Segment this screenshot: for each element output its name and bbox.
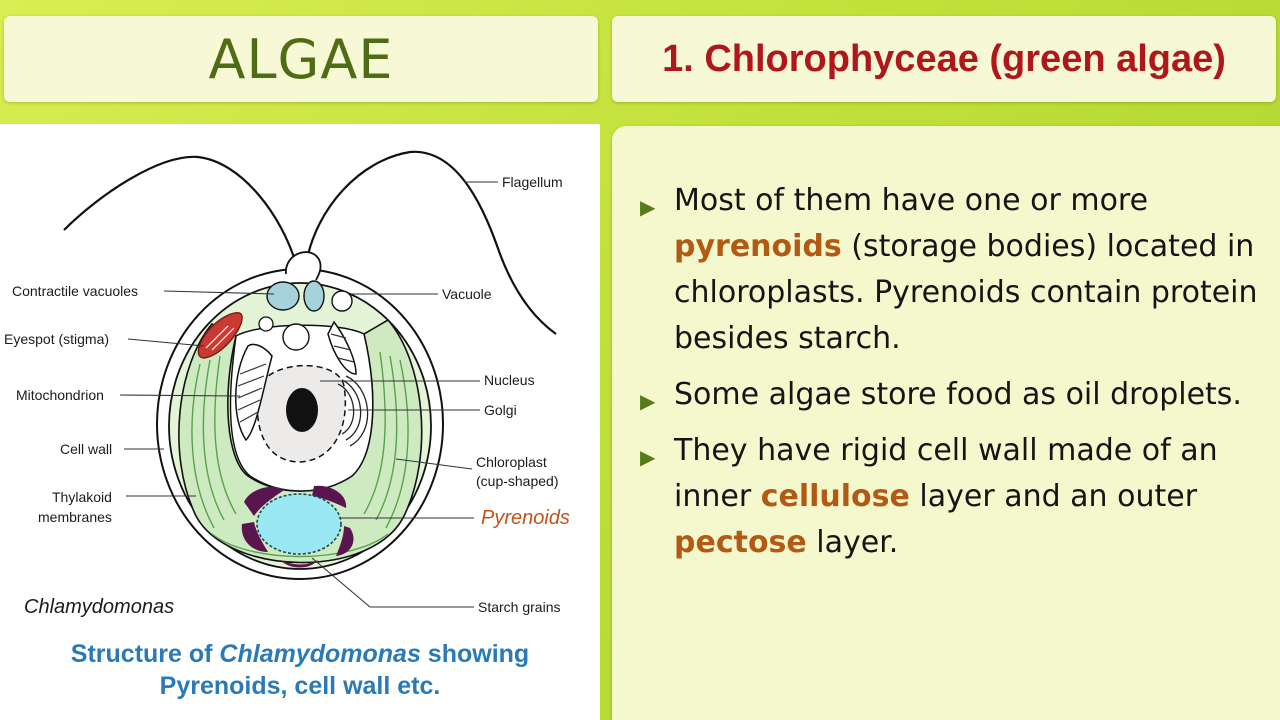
label-starch-grains: Starch grains (478, 599, 560, 615)
title-right-panel: 1. Chlorophyceae (green algae) (612, 16, 1276, 102)
bullet-line: They have rigid cell wall made of an (674, 428, 1278, 474)
diagram-caption: Structure of Chlamydomonas showing Pyren… (0, 638, 600, 702)
highlight-term: pectose (674, 525, 807, 560)
caption-text-2: showing (420, 640, 530, 668)
label-eyespot: Eyespot (stigma) (4, 331, 109, 347)
label-pyrenoids: Pyrenoids (481, 507, 570, 529)
pyrenoid (256, 493, 342, 555)
bullet-line: Most of them have one or more (674, 178, 1278, 224)
papilla (285, 251, 322, 281)
label-cell-wall: Cell wall (60, 441, 112, 457)
label-thylakoid-membranes: membranes (38, 509, 112, 525)
caption-italic: Chlamydomonas (219, 640, 421, 668)
highlight-term: pyrenoids (674, 229, 842, 264)
eyespot (197, 312, 243, 359)
label-nucleus: Nucleus (484, 372, 535, 388)
section-title: 1. Chlorophyceae (green algae) (662, 37, 1226, 80)
label-leader-lines (119, 181, 498, 608)
vacuole-mid (282, 323, 310, 351)
starch-grain-4 (336, 526, 354, 556)
chloroplast-cup (178, 318, 423, 564)
starch-grain-5 (280, 560, 318, 568)
mitochondrion-left (235, 343, 273, 442)
diagram-panel: Flagellum Contractile vacuoles Vacuole E… (0, 124, 600, 720)
bullet-line: inner cellulose layer and an outer (674, 474, 1278, 520)
bullet-arrow-icon: ▶ (640, 195, 656, 219)
bullet-text: layer and an outer (909, 479, 1198, 514)
bullet-text: (storage bodies) located in (841, 229, 1255, 264)
vacuole-small (258, 316, 274, 332)
bullet-text: layer. (806, 525, 899, 560)
page-title: ALGAE (208, 27, 394, 91)
label-thylakoid: Thylakoid (52, 489, 112, 505)
vacuole (331, 290, 353, 312)
bullet-text: They have rigid cell wall made of an (674, 433, 1218, 468)
bullet-line: chloroplasts. Pyrenoids contain protein (674, 270, 1278, 316)
nucleolus (286, 388, 318, 432)
contractile-vacuole-right (303, 280, 325, 312)
label-flagellum: Flagellum (502, 174, 563, 190)
highlight-term: cellulose (760, 479, 910, 514)
label-organism: Chlamydomonas (24, 596, 174, 618)
flagellum-left (63, 155, 298, 265)
bullet-arrow-icon: ▶ (640, 445, 656, 469)
label-mitochondrion: Mitochondrion (16, 387, 104, 403)
bullet-text: Some algae store food as oil droplets. (674, 377, 1242, 412)
starch-grain-3 (241, 522, 268, 552)
bullet-text: Most of them have one or more (674, 183, 1149, 218)
bullet-item: ▶ Some algae store food as oil droplets. (638, 372, 1278, 418)
bullet-item: ▶ They have rigid cell wall made of an inn… (638, 428, 1278, 566)
label-contractile-vacuoles: Contractile vacuoles (12, 283, 138, 299)
bullet-list: ▶ Most of them have one or more pyrenoids … (638, 178, 1278, 576)
starch-grain-1 (244, 486, 284, 516)
bullet-arrow-icon: ▶ (640, 389, 656, 413)
bullet-line: pectose layer. (674, 520, 1278, 566)
bullet-line: pyrenoids (storage bodies) located in (674, 224, 1278, 270)
bullet-line: besides starch. (674, 316, 1278, 362)
chlamydomonas-diagram: Flagellum Contractile vacuoles Vacuole E… (4, 150, 570, 618)
caption-line-2: Pyrenoids, cell wall etc. (159, 672, 441, 700)
label-chloroplast: Chloroplast (476, 454, 547, 470)
content-panel: ▶ Most of them have one or more pyrenoids … (612, 126, 1280, 720)
label-golgi: Golgi (484, 402, 517, 418)
bullet-text: inner (674, 479, 761, 514)
title-left-panel: ALGAE (4, 16, 598, 102)
caption-text-1: Structure of (70, 640, 220, 668)
label-chloroplast-shape: (cup-shaped) (476, 473, 559, 489)
caption-line-1: Structure of Chlamydomonas showing (0, 638, 600, 670)
bullet-item: ▶ Most of them have one or more pyrenoids … (638, 178, 1278, 362)
contractile-vacuole-left (266, 281, 300, 311)
bullet-text: besides starch. (674, 321, 901, 356)
flagellum-right (304, 150, 557, 335)
bullet-text: chloroplasts. Pyrenoids contain protein (674, 275, 1258, 310)
starch-grain-2 (312, 485, 347, 508)
thylakoid-membranes (191, 351, 409, 558)
label-vacuole: Vacuole (442, 286, 492, 302)
bullet-line: Some algae store food as oil droplets. (674, 372, 1278, 418)
